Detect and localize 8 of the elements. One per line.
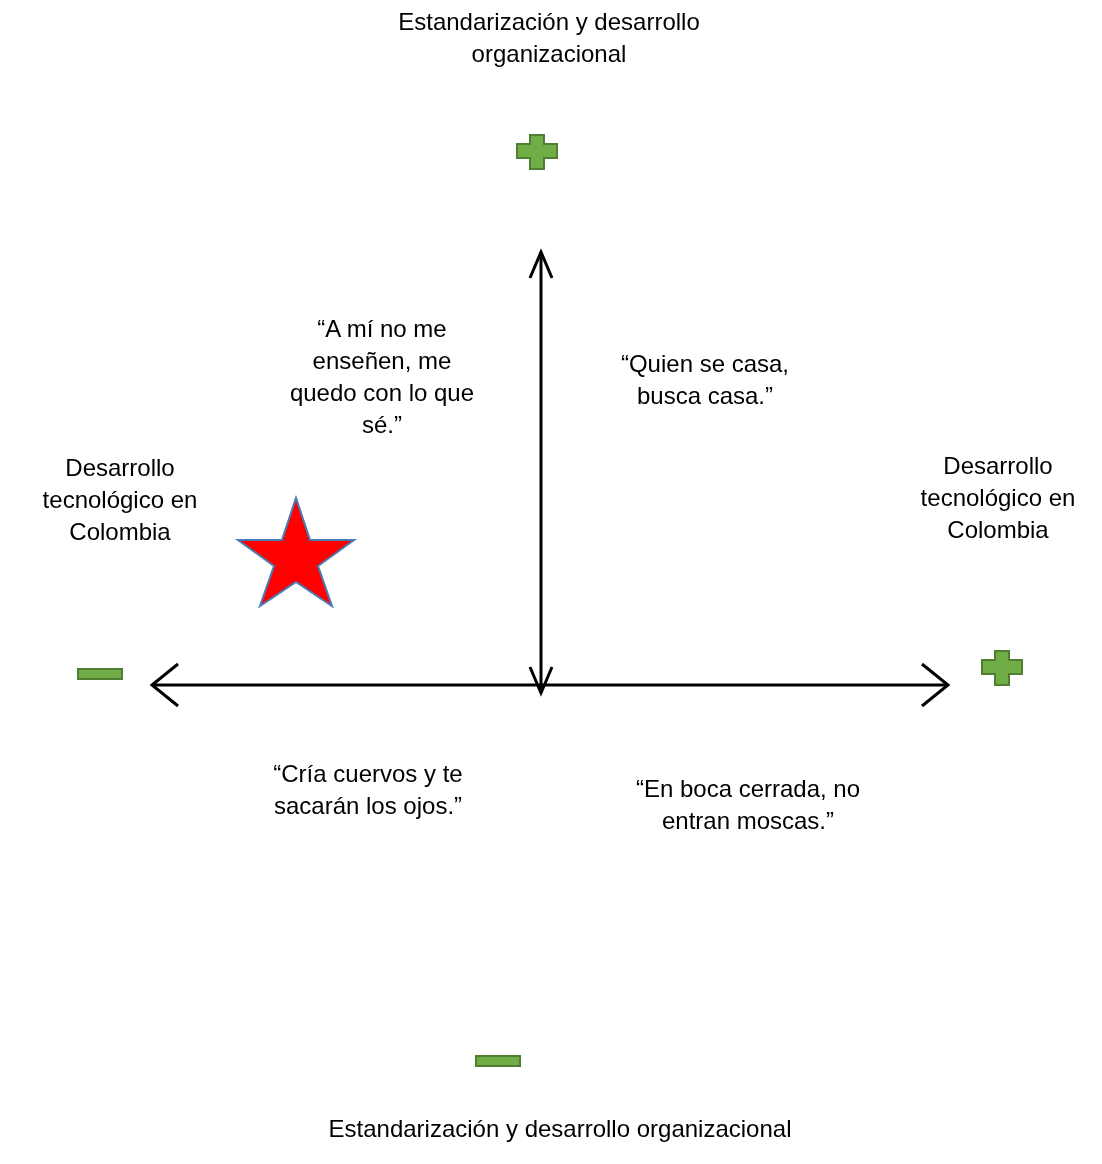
- quote-text: “Cría cuervos y te sacarán los ojos.”: [272, 759, 464, 821]
- quote-text: “A mí no me enseñen, me quedo con lo que sé.”: [288, 314, 476, 440]
- axis-label: Desarrollo tecnológico en Colombia: [919, 451, 1077, 545]
- quote-text: “En boca cerrada, no entran moscas.”: [634, 774, 862, 836]
- axis-label: Estandarización y desarrollo organizacional: [327, 1114, 793, 1144]
- quote-text: “Quien se casa, busca casa.”: [619, 349, 791, 411]
- axis-label: Desarrollo tecnológico en Colombia: [41, 453, 199, 547]
- axis-label: Estandarización y desarrollo organizacional: [397, 7, 701, 69]
